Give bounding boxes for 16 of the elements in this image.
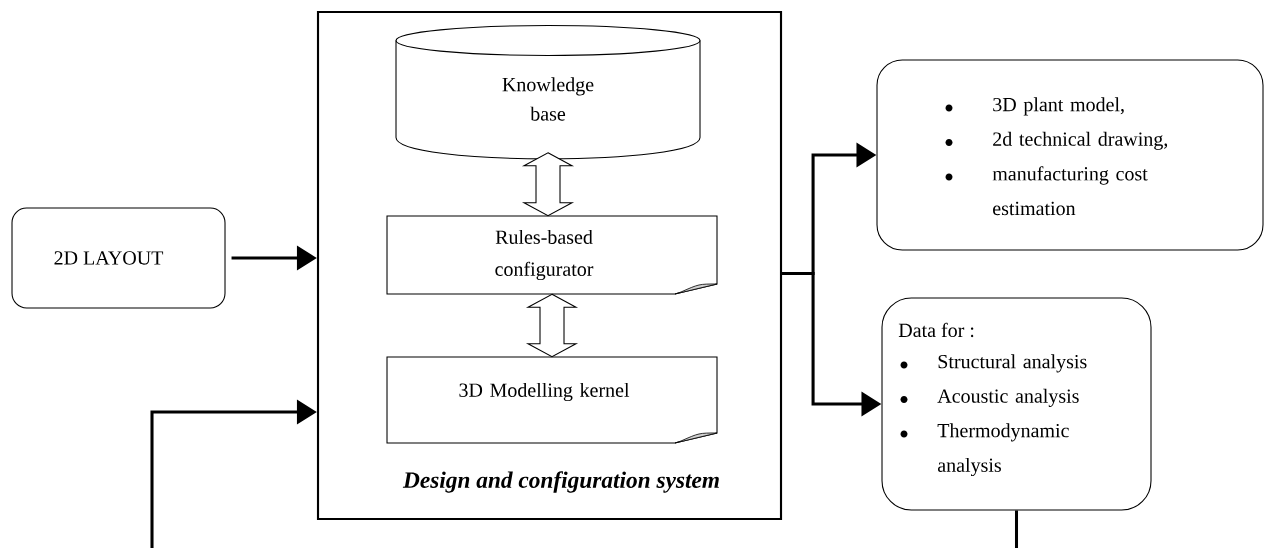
data-box [881, 297, 1152, 511]
document-box: 3D Modelling kernel [386, 356, 718, 444]
document-box: Rules-based configurator [386, 215, 718, 295]
database-cylinder: Knowledge base [395, 24, 701, 160]
double-arrow [525, 293, 579, 358]
list-heading: Data for : [898, 322, 974, 338]
list-item: 2d technical drawing, [945, 131, 1168, 150]
output-box [876, 59, 1264, 251]
list-item: Thermodynamic analysis [900, 423, 1069, 477]
list-item: Structural analysis [900, 354, 1087, 373]
list-item: Acoustic analysis [900, 388, 1079, 407]
list-item: 3D plant model, [945, 97, 1124, 116]
list-item: manufacturing cost estimation [945, 166, 1148, 216]
connector-line [1014, 510, 1019, 548]
double-arrow [521, 152, 575, 217]
input-box: 2D LAYOUT [11, 207, 226, 309]
